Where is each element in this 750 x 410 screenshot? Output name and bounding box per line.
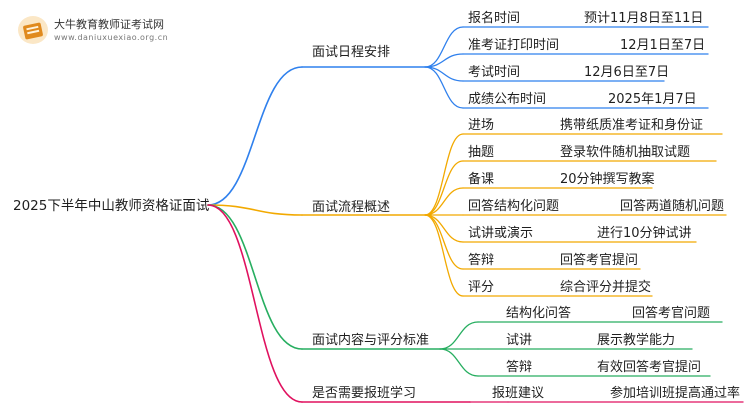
process-step-value: 回答考官提问 — [560, 253, 639, 268]
schedule-item-label: 考试时间 — [468, 65, 521, 80]
schedule-item-value: 12月1日至7日 — [620, 38, 706, 53]
schedule-item-label: 报名时间 — [468, 11, 521, 26]
child-edge — [439, 321, 479, 350]
branch-training: 是否需要报班学习 — [312, 386, 417, 401]
root-branch-edge — [207, 66, 303, 206]
training-item-value: 参加培训班提高通过率 — [610, 386, 741, 401]
process-step-label: 答辩 — [468, 253, 495, 268]
child-edge — [439, 348, 479, 377]
schedule-item-value: 2025年1月7日 — [608, 92, 697, 107]
root-branch-edge — [207, 204, 303, 350]
process-step-label: 试讲或演示 — [468, 226, 534, 241]
child-edge — [424, 133, 464, 216]
logo-badge — [18, 16, 48, 44]
process-step-label: 回答结构化问题 — [468, 199, 560, 214]
child-edge — [424, 214, 464, 270]
root-topic: 2025下半年中山教师资格证面试 — [13, 198, 210, 214]
process-step-label: 评分 — [468, 280, 495, 295]
site-logo[interactable]: 大牛教育教师证考试网 www.daniuxuexiao.org.cn — [18, 14, 198, 48]
branch-schedule: 面试日程安排 — [312, 45, 391, 60]
book-icon — [22, 22, 44, 40]
schedule-item-value: 12月6日至7日 — [584, 65, 670, 80]
child-edge — [424, 160, 464, 216]
process-step-value: 综合评分并提交 — [560, 280, 652, 295]
process-step-value: 登录软件随机抽取试题 — [560, 145, 691, 160]
content-item-value: 展示教学能力 — [597, 333, 676, 348]
training-item-label: 报班建议 — [492, 386, 545, 401]
process-step-value: 进行10分钟试讲 — [597, 226, 692, 241]
child-edge — [424, 26, 464, 68]
schedule-item-value: 预计11月8日至11日 — [584, 11, 704, 26]
content-item-value: 回答考官问题 — [632, 306, 711, 321]
process-step-value: 回答两道随机问题 — [620, 199, 725, 214]
schedule-item-label: 准考证打印时间 — [468, 38, 560, 53]
process-step-value: 携带纸质准考证和身份证 — [560, 118, 704, 133]
child-edge — [424, 214, 464, 297]
child-edge — [424, 66, 464, 109]
process-step-label: 抽题 — [468, 145, 495, 160]
branch-content-scoring: 面试内容与评分标准 — [312, 333, 430, 348]
logo-title: 大牛教育教师证考试网 — [54, 18, 164, 31]
process-step-value: 20分钟撰写教案 — [560, 172, 655, 187]
root-branch-edge — [207, 204, 303, 216]
branch-process: 面试流程概述 — [312, 200, 391, 215]
content-item-label: 试讲 — [506, 333, 533, 348]
root-branch-edge — [207, 204, 303, 403]
content-item-value: 有效回答考官提问 — [597, 360, 702, 375]
schedule-item-label: 成绩公布时间 — [468, 92, 547, 107]
process-step-label: 进场 — [468, 118, 495, 133]
child-edge — [424, 214, 464, 243]
logo-url: www.daniuxuexiao.org.cn — [54, 33, 169, 42]
content-item-label: 结构化问答 — [506, 306, 572, 321]
child-edge — [424, 187, 464, 216]
content-item-label: 答辩 — [506, 360, 533, 375]
process-step-label: 备课 — [468, 172, 495, 187]
